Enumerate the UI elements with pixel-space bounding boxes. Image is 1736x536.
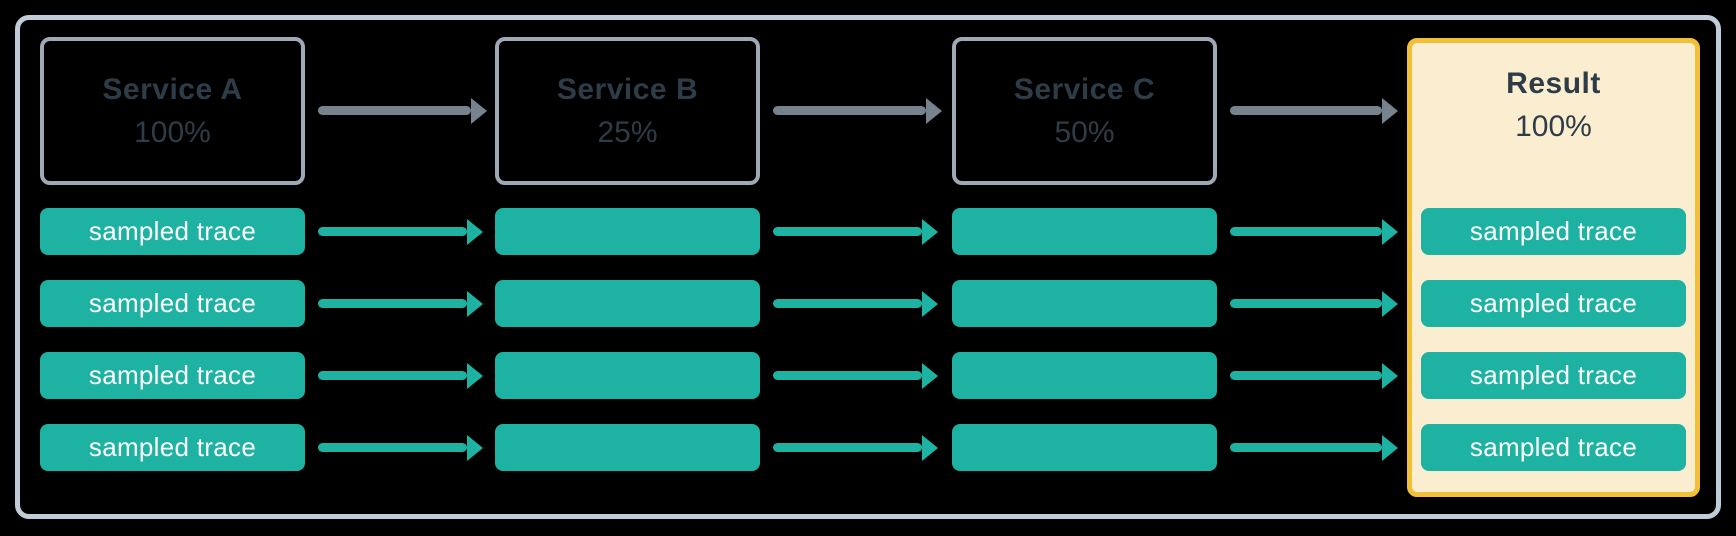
trace-arrow-icon [773, 299, 922, 308]
service-a-title: Service A [102, 72, 243, 106]
result-trace-pill: sampled trace [1421, 208, 1686, 255]
trace-arrow-icon [1230, 443, 1382, 452]
trace-pill-label: sampled trace [88, 288, 257, 318]
trace-pill-label: sampled trace [88, 432, 257, 462]
trace-pill: sampled trace [40, 280, 305, 327]
trace-pill-label: sampled trace [1469, 360, 1638, 390]
service-b-title: Service B [556, 72, 699, 106]
trace-arrow-icon [318, 227, 467, 236]
diagram-frame [15, 15, 1721, 519]
trace-pill: sampled trace [40, 352, 305, 399]
trace-pill-label: sampled trace [88, 360, 257, 390]
trace-pill-unlabeled [495, 352, 760, 399]
trace-pill: sampled trace [40, 208, 305, 255]
trace-pill-unlabeled [495, 208, 760, 255]
trace-arrow-icon [773, 371, 922, 380]
flow-arrow-icon [773, 106, 926, 115]
trace-pill-unlabeled [952, 208, 1217, 255]
result-title: Result [1506, 67, 1601, 100]
trace-pill: sampled trace [40, 424, 305, 471]
trace-arrow-icon [318, 299, 467, 308]
trace-pill-label: sampled trace [88, 216, 257, 246]
service-a-box: Service A 100% [40, 37, 305, 185]
trace-pill-unlabeled [952, 280, 1217, 327]
trace-arrow-icon [318, 443, 467, 452]
flow-arrow-icon [318, 106, 471, 115]
trace-arrow-icon [1230, 299, 1382, 308]
result-header: Result 100% [1412, 67, 1695, 144]
trace-pill-label: sampled trace [1469, 432, 1638, 462]
service-c-rate: 50% [1054, 115, 1115, 149]
service-b-box: Service B 25% [495, 37, 760, 185]
flow-arrow-icon [1230, 106, 1382, 115]
trace-arrow-icon [773, 443, 922, 452]
result-box: Result 100% sampled trace sampled trace … [1407, 38, 1700, 497]
trace-pill-unlabeled [495, 424, 760, 471]
result-trace-pill: sampled trace [1421, 280, 1686, 327]
trace-arrow-icon [318, 371, 467, 380]
trace-pill-label: sampled trace [1469, 288, 1638, 318]
service-b-rate: 25% [597, 115, 658, 149]
trace-arrow-icon [773, 227, 922, 236]
trace-arrow-icon [1230, 227, 1382, 236]
trace-arrow-icon [1230, 371, 1382, 380]
service-a-rate: 100% [134, 115, 211, 149]
service-c-box: Service C 50% [952, 37, 1217, 185]
trace-pill-unlabeled [495, 280, 760, 327]
trace-pill-unlabeled [952, 424, 1217, 471]
result-rate: 100% [1515, 110, 1592, 143]
trace-pill-label: sampled trace [1469, 216, 1638, 246]
result-trace-pill: sampled trace [1421, 352, 1686, 399]
trace-pill-unlabeled [952, 352, 1217, 399]
result-trace-pill: sampled trace [1421, 424, 1686, 471]
service-c-title: Service C [1013, 72, 1156, 106]
